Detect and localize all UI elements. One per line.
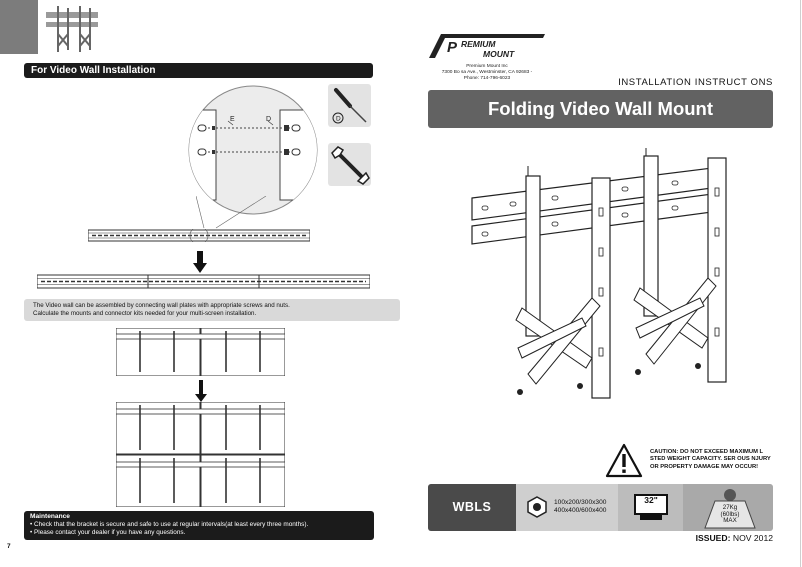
caution-text: CAUTION: DO NOT EXCEED MAXIMUM L STED WE… [650, 449, 778, 471]
svg-text:MOUNT: MOUNT [483, 49, 515, 59]
assembly-note: The Video wall can be assembled by conne… [24, 299, 400, 321]
model-number: WBLS [428, 484, 516, 531]
weight-capacity-cell: 27Kg (60lbs) MAX [683, 484, 773, 531]
company-address: Premium Mount Inc 7300 Bo sa Ave., Westm… [412, 64, 562, 81]
monitor-icon [634, 494, 668, 520]
weight-icon [704, 489, 756, 529]
vesa-line: 400x400/600x400 [554, 507, 607, 514]
label-e: E [230, 116, 235, 123]
screwdriver-icon: D [332, 88, 367, 124]
four-mount-wall-illustration [116, 402, 285, 507]
caution-label: CAUTION: [650, 449, 679, 455]
down-arrow-icon [195, 380, 207, 402]
address-line: 7300 Bo sa Ave., Westminster, CA 92683 - [441, 69, 533, 75]
page-corner-tab [0, 0, 38, 54]
wrench-icon [331, 146, 370, 185]
maintenance-title: Maintenance [30, 513, 70, 520]
maintenance-item: • Check that the bracket is secure and s… [30, 521, 309, 528]
weight-line: (60lbs) [720, 510, 740, 518]
down-arrow-icon [193, 251, 207, 273]
warning-triangle-icon [605, 443, 643, 478]
two-mount-wall-illustration [116, 328, 285, 376]
single-wall-plate-illustration [88, 229, 310, 242]
connection-detail-illustration: E D [188, 85, 318, 215]
product-title-bar: Folding Video Wall Mount [428, 90, 773, 128]
document-type: INSTALLATION INSTRUCT ONS [618, 77, 773, 88]
address-line: Phone: 714-796-6023 [463, 75, 511, 81]
issued-label: ISSUED: [695, 533, 731, 543]
maintenance-item: • Please contact your dealer if you have… [30, 529, 186, 536]
note-line: The Video wall can be assembled by conne… [33, 302, 290, 309]
section-title-bar: For Video Wall Installation [24, 63, 373, 78]
vesa-sizes: 100x200/300x300 400x400/600x400 [554, 499, 606, 515]
mount-thumbnail-image [46, 6, 98, 52]
section-title: For Video Wall Installation [31, 65, 156, 76]
maintenance-box: Maintenance • Check that the bracket is … [24, 511, 374, 540]
folding-video-wall-mount-image [471, 148, 727, 399]
weight-line: 27Kg [722, 504, 738, 511]
issued-date: NOV 2012 [730, 533, 773, 543]
label-d: D [266, 116, 271, 123]
tool-step-number: D [336, 116, 341, 123]
caution-message: DO NOT EXCEED MAXIMUM L STED WEIGHT CAPA… [650, 449, 771, 470]
vesa-line: 100x200/300x300 [554, 499, 607, 506]
vesa-pattern-icon [527, 496, 547, 518]
address-line: Premium Mount Inc [466, 64, 508, 69]
vesa-cell: 100x200/300x300 400x400/600x400 [516, 484, 618, 531]
product-title: Folding Video Wall Mount [487, 98, 714, 119]
joined-wall-plates-illustration [37, 274, 370, 289]
premium-mount-logo: P REMIUM MOUNT [429, 34, 545, 59]
wrench-tool-box [328, 143, 371, 186]
screen-size-cell: 32" MAX [618, 484, 683, 531]
screen-size-max: MAX [646, 510, 656, 514]
maintenance-item-text: Please contact your dealer if you have a… [34, 529, 186, 536]
weight-capacity: 27Kg (60lbs) MAX [701, 504, 759, 525]
page-number: 7 [7, 543, 11, 550]
maintenance-item-text: Check that the bracket is secure and saf… [34, 521, 309, 528]
spec-bar: WBLS 100x200/300x300 400x400/600x400 32"… [428, 484, 773, 531]
detail-leader-lines [196, 196, 267, 229]
issue-date: ISSUED: NOV 2012 [560, 533, 773, 543]
weight-line: MAX [723, 517, 737, 525]
screwdriver-tool-box: D [328, 84, 371, 127]
note-line: Calculate the mounts and connector kits … [33, 310, 257, 317]
screen-size-value: 32" [644, 495, 658, 505]
page-fold-line [800, 0, 801, 567]
svg-text:P: P [447, 39, 458, 56]
svg-text:REMIUM: REMIUM [461, 39, 496, 49]
